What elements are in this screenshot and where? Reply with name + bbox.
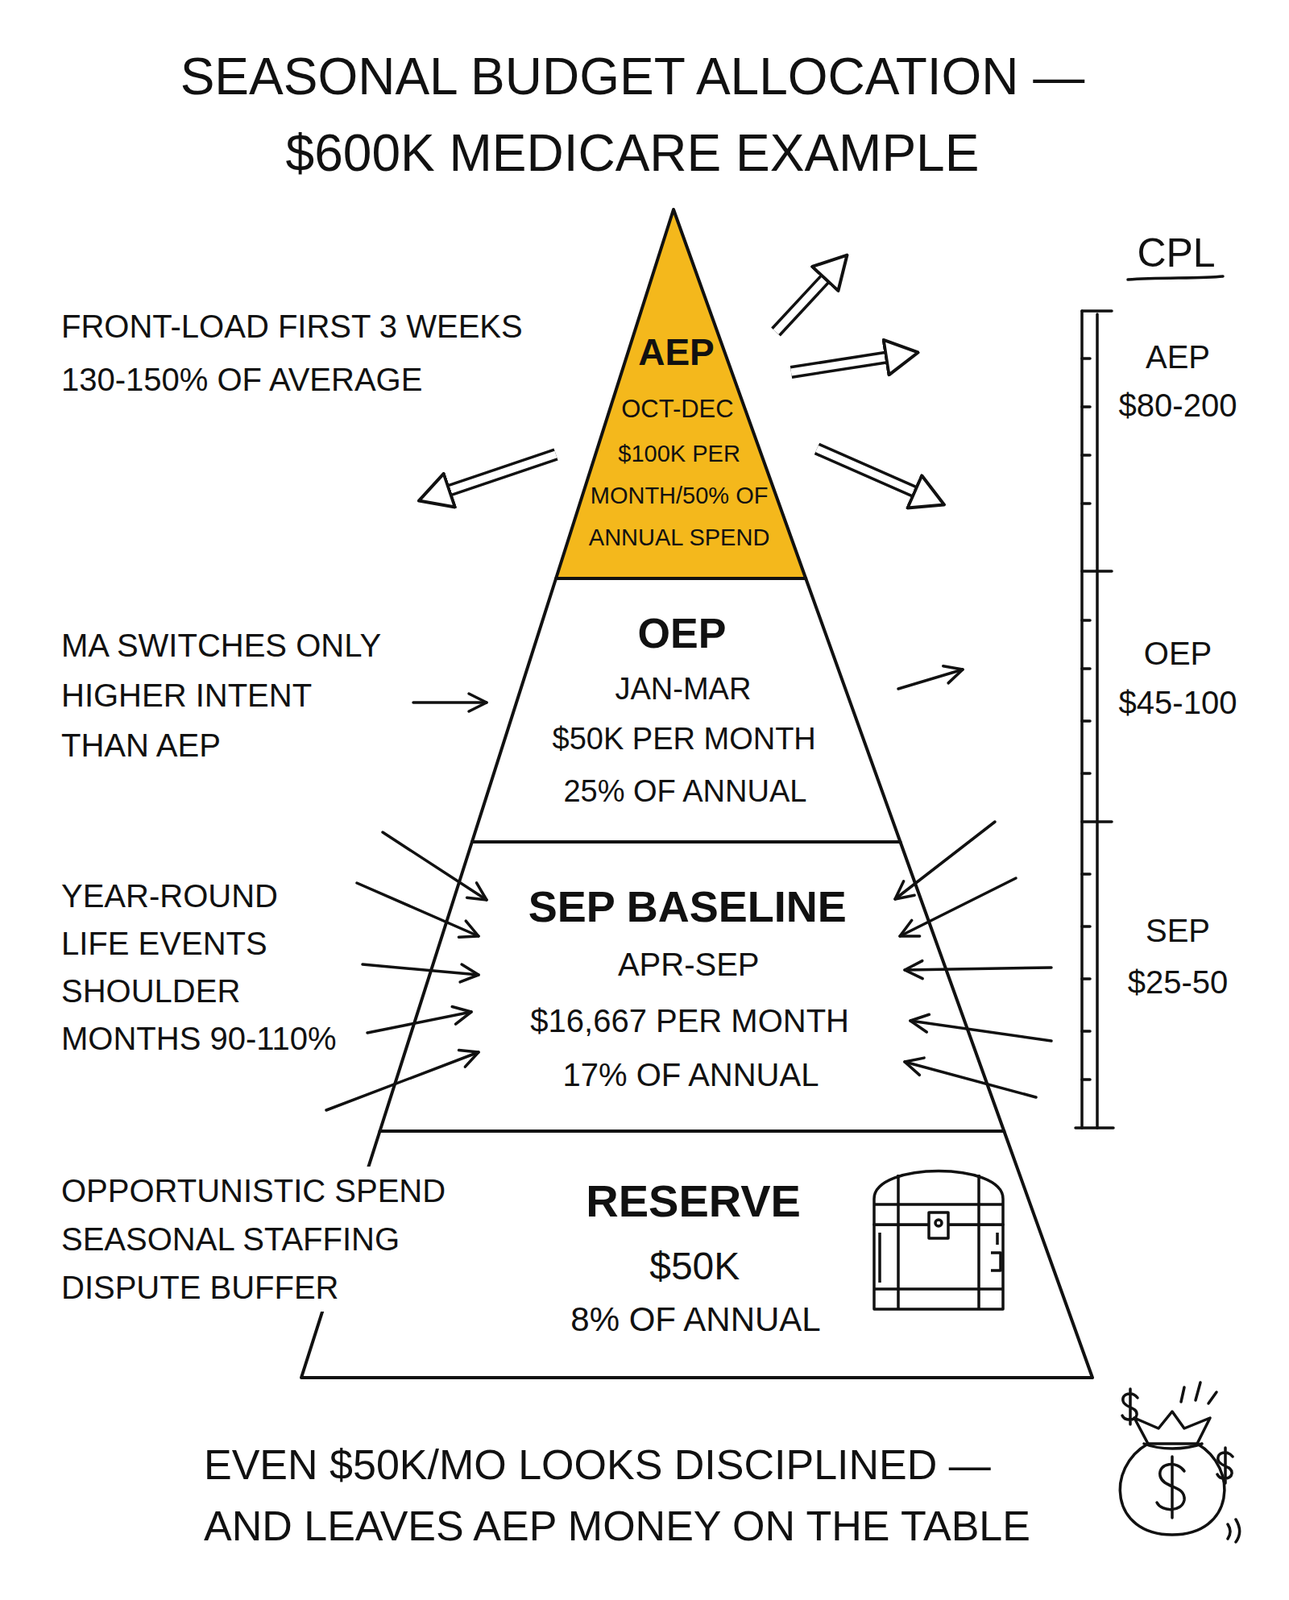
cpl-ruler	[1081, 571, 1112, 822]
hollow-arrow	[446, 454, 556, 492]
pointer-arrow	[904, 1061, 1037, 1098]
cpl-ruler	[1095, 314, 1099, 1128]
money-bag	[1119, 1443, 1225, 1535]
band-text: 8% OF ANNUAL	[570, 1300, 821, 1339]
band-text: $50K PER MONTH	[552, 721, 817, 757]
pointer-arrow	[367, 1011, 472, 1033]
scale-value: $25-50	[1127, 963, 1229, 1001]
title: SEASONAL BUDGET ALLOCATION — $600K MEDIC…	[149, 38, 1116, 192]
band-text: $100K PER MONTH/50% OF ANNUAL SPEND	[578, 432, 780, 559]
band-text: JAN-MAR	[615, 671, 752, 707]
scale-title: CPL	[1136, 230, 1215, 277]
band-text: OCT-DEC	[621, 394, 734, 424]
side-note: OPPORTUNISTIC SPEND SEASONAL STAFFING DI…	[61, 1166, 456, 1312]
band-outline	[555, 209, 807, 579]
side-note: FRONT-LOAD FIRST 3 WEEKS 130-150% OF AVE…	[61, 299, 577, 407]
cpl-ruler	[1081, 358, 1091, 1080]
scale-label: OEP	[1143, 634, 1212, 672]
money-bag	[1181, 1382, 1217, 1404]
scale-value: $45-100	[1119, 683, 1238, 722]
hollow-arrow	[775, 276, 828, 332]
money-bag	[1143, 1443, 1202, 1449]
band-heading: AEP	[638, 331, 715, 374]
treasure-chest	[935, 1219, 942, 1227]
scale-label: SEP	[1145, 911, 1211, 950]
treasure-chest	[990, 1252, 1001, 1271]
treasure-chest	[874, 1174, 1004, 1310]
oep-band: OEP JAN-MAR $50K PER MONTH 25% OF ANNUAL	[471, 578, 901, 842]
money-bag	[1156, 1464, 1185, 1510]
hollow-arrow	[816, 448, 918, 494]
band-heading: OEP	[638, 609, 727, 658]
cpl-ruler	[1075, 310, 1114, 1128]
aep-band: AEP OCT-DEC $100K PER MONTH/50% OF ANNUAL …	[555, 209, 807, 579]
treasure-chest	[879, 1232, 998, 1283]
pointer-arrow	[898, 669, 963, 689]
caption: EVEN $50K/MO LOOKS DISCIPLINED — AND LEA…	[203, 1434, 1066, 1557]
side-note: YEAR-ROUND LIFE EVENTS SHOULDER MONTHS 9…	[61, 872, 345, 1063]
hollow-arrow	[446, 454, 556, 492]
pointer-arrow	[326, 669, 1052, 1111]
band-shape	[555, 209, 806, 579]
money-bag	[1122, 1388, 1138, 1425]
band-text: 17% OF ANNUAL	[563, 1056, 820, 1094]
scale-label: AEP	[1145, 338, 1211, 376]
pointer-arrow	[910, 1020, 1052, 1041]
money-bag	[1119, 1382, 1240, 1542]
treasure-chest	[874, 1171, 1004, 1310]
money-bag	[1217, 1447, 1233, 1484]
sep-band: SEP BASELINE APR-SEP $16,667 PER MONTH 17% …	[379, 841, 1005, 1132]
band-shape	[380, 841, 1005, 1132]
money-bag	[1170, 1456, 1174, 1518]
treasure-chest	[928, 1212, 949, 1239]
pointer-arrow	[356, 882, 479, 937]
band-text: $50K	[649, 1243, 740, 1289]
band-text: 25% OF ANNUAL	[563, 773, 807, 809]
hollow-arrow	[816, 448, 918, 494]
cpl-ruler	[1127, 276, 1223, 280]
cpl-ruler	[1080, 310, 1084, 1128]
money-bag	[1134, 1411, 1211, 1444]
scale-value: $80-200	[1119, 386, 1238, 424]
pointer-arrow	[904, 967, 1052, 970]
pointer-arrow	[895, 821, 995, 900]
band-shape	[472, 578, 901, 842]
hollow-arrow	[775, 276, 828, 332]
hollow-arrow	[791, 356, 890, 373]
band-heading: SEP BASELINE	[528, 881, 847, 932]
money-bag	[1227, 1519, 1240, 1542]
band-heading: RESERVE	[585, 1175, 801, 1227]
hollow-arrow	[791, 356, 890, 373]
pointer-arrow	[413, 700, 487, 705]
band-text: $16,667 PER MONTH	[530, 1002, 850, 1040]
band-text: APR-SEP	[617, 945, 760, 983]
side-note: MA SWITCHES ONLY HIGHER INTENT THAN AEP	[61, 620, 400, 771]
pointer-arrow	[362, 964, 479, 975]
